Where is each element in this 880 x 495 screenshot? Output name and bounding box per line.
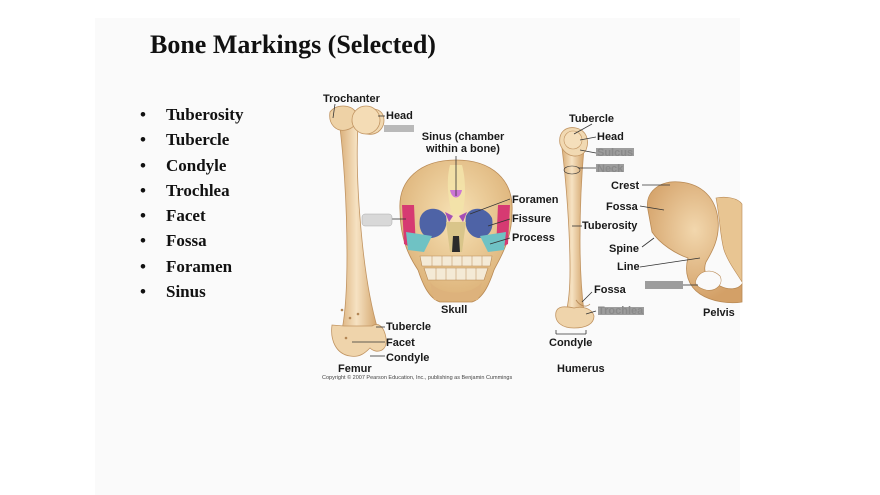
bullet: •: [140, 155, 146, 175]
humerus-label-neck: Neck: [597, 163, 624, 175]
term-label: Tuberosity: [166, 105, 244, 124]
pelvis-label-spine: Spine: [609, 243, 639, 255]
skull-caption: Skull: [441, 304, 468, 316]
pelvis-bone: [647, 181, 743, 304]
skull-bone: [399, 159, 513, 303]
femur-label-tubercle: Tubercle: [386, 321, 432, 333]
humerus-label-sulcus: Sulcus: [597, 147, 634, 159]
term-label: Condyle: [166, 155, 227, 175]
femur-caption: Femur: [338, 363, 372, 375]
bone-marking-list: • Tuberosity • Tubercle • Condyle • Trochlea…: [140, 102, 243, 304]
bullet: •: [140, 231, 146, 251]
skull-label-process: Process: [512, 232, 555, 244]
term-label: Sinus: [166, 282, 206, 302]
femur-label-condyle: Condyle: [386, 352, 430, 364]
bullet: •: [140, 256, 146, 276]
pelvis-caption: Pelvis: [703, 307, 735, 319]
list-item: • Facet: [140, 203, 243, 228]
term-label: Trochlea: [166, 180, 230, 200]
list-item: • Condyle: [140, 153, 243, 178]
bullet: •: [140, 180, 146, 200]
obscured-label: [596, 164, 624, 172]
humerus-label-trochlea: Trochlea: [598, 305, 644, 317]
humerus-label-head: Head: [597, 131, 624, 143]
bullet: •: [140, 130, 146, 150]
skull-label-foramen: Foramen: [512, 194, 559, 206]
bullet: •: [140, 105, 146, 124]
skull-label-fissure: Fissure: [512, 213, 552, 225]
femur-bone: [329, 105, 387, 357]
skull-leader-lines: [392, 156, 511, 245]
humerus-label-condyle: Condyle: [549, 337, 593, 349]
bullet: •: [140, 206, 146, 226]
pelvis-label-fossa: Fossa: [606, 201, 638, 213]
obscured-label: [598, 307, 644, 315]
term-label: Tubercle: [166, 130, 230, 150]
obscured-label: [384, 125, 414, 132]
list-item: • Sinus: [140, 279, 243, 304]
femur-label-head: Head: [386, 110, 413, 122]
list-item: • Foramen: [140, 254, 243, 279]
obscured-label: [361, 213, 393, 227]
term-label: Facet: [166, 206, 206, 226]
humerus-leader-lines: [555, 123, 597, 335]
copyright-notice: Copyright © 2007 Pearson Education, Inc.…: [322, 375, 513, 381]
list-item: • Tubercle: [140, 127, 243, 152]
slide-title: Bone Markings (Selected): [150, 30, 436, 59]
humerus-label-tuberosity: Tuberosity: [582, 220, 638, 232]
humerus-caption: Humerus: [557, 363, 605, 375]
pelvis-label-line: Line: [617, 261, 640, 273]
humerus-label-fossa: Fossa: [594, 284, 626, 296]
pelvis-leader-lines: [639, 184, 701, 286]
obscured-label: [645, 281, 683, 289]
femur-label-facet: Facet: [386, 337, 415, 349]
humerus-bone: [555, 127, 595, 329]
term-label: Foramen: [166, 256, 233, 276]
obscured-label: [596, 148, 634, 156]
pelvis-label-crest: Crest: [611, 180, 640, 192]
term-label: Fossa: [166, 231, 207, 251]
femur-label-trochanter: Trochanter: [323, 93, 380, 105]
list-item: • Fossa: [140, 228, 243, 253]
bullet: •: [140, 282, 146, 302]
humerus-label-tubercle: Tubercle: [569, 113, 615, 125]
list-item: • Trochlea: [140, 178, 243, 203]
femur-leader-lines: [332, 103, 385, 357]
skull-label-sinus: Sinus (chamber within a bone): [421, 131, 505, 155]
list-item: • Tuberosity: [140, 102, 243, 127]
